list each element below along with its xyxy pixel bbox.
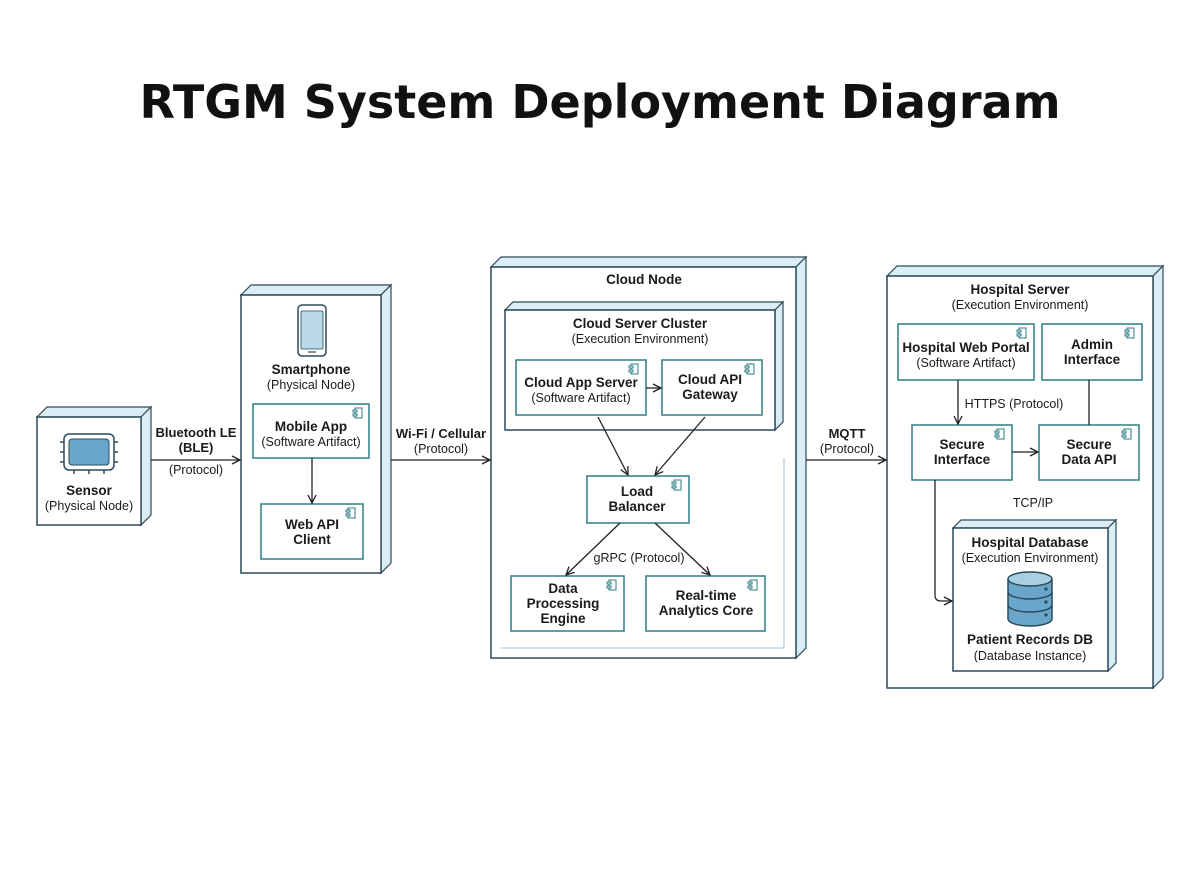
component-icon xyxy=(744,363,755,375)
web-api-client-title-line2: Client xyxy=(293,532,331,547)
hospital-database-subtitle: (Execution Environment) xyxy=(962,551,1099,565)
secure-data-api-title-line2: Data API xyxy=(1061,452,1116,467)
cluster-title: Cloud Server Cluster xyxy=(573,316,708,331)
data-processing-title-line2: Processing xyxy=(527,596,600,611)
load-balancer-title-line1: Load xyxy=(621,484,653,499)
hospital-server-subtitle: (Execution Environment) xyxy=(952,298,1089,312)
cloud-node-title: Cloud Node xyxy=(606,272,682,287)
smartphone-node[interactable]: Smartphone (Physical Node) Mobile App (S… xyxy=(239,283,393,575)
component-icon xyxy=(628,363,639,375)
smartphone-subtitle: (Physical Node) xyxy=(267,378,355,392)
admin-interface-title-line1: Admin xyxy=(1071,337,1113,352)
cluster-subtitle: (Execution Environment) xyxy=(572,332,709,346)
realtime-analytics-title-line1: Real-time xyxy=(676,588,737,603)
database-icon xyxy=(1007,571,1053,627)
mqtt-label: MQTT xyxy=(829,426,866,441)
mobile-app-subtitle: (Software Artifact) xyxy=(261,435,360,449)
component-icon xyxy=(352,407,363,419)
sensor-device-icon xyxy=(60,433,118,474)
hospital-server-node[interactable]: Hospital Server (Execution Environment) … xyxy=(885,264,1165,690)
lb-to-analytics-connector xyxy=(654,522,710,575)
realtime-analytics-core-component[interactable]: Real-time Analytics Core xyxy=(645,575,766,632)
mqtt-protocol-label: (Protocol) xyxy=(820,442,874,456)
secure-data-api-component[interactable]: Secure Data API xyxy=(1038,424,1140,481)
component-icon xyxy=(1016,327,1027,339)
lb-to-processing-connector xyxy=(566,522,621,575)
cloud-app-server-component[interactable]: Cloud App Server (Software Artifact) xyxy=(515,359,647,416)
component-icon xyxy=(606,579,617,591)
smartphone-title: Smartphone xyxy=(272,362,351,377)
secure-interface-title-line1: Secure xyxy=(939,437,985,452)
ble-label-line1: Bluetooth LE xyxy=(156,425,237,440)
smartphone-icon xyxy=(297,304,327,357)
gateway-to-lb-connector xyxy=(655,416,706,475)
admin-interface-title-line2: Interface xyxy=(1064,352,1121,367)
hospital-server-title: Hospital Server xyxy=(970,282,1070,297)
hospital-database-node[interactable]: Hospital Database (Execution Environment… xyxy=(951,518,1118,673)
secure-interface-title-line2: Interface xyxy=(934,452,991,467)
sensor-title: Sensor xyxy=(66,483,113,498)
secure-to-database-connector xyxy=(934,480,952,601)
data-processing-title-line3: Engine xyxy=(540,611,585,626)
sensor-subtitle: (Physical Node) xyxy=(45,499,133,513)
web-api-client-component[interactable]: Web API Client xyxy=(260,503,364,560)
data-processing-title-line1: Data xyxy=(548,581,578,596)
hospital-database-title: Hospital Database xyxy=(971,535,1089,550)
cloud-api-gateway-title-line1: Cloud API xyxy=(678,372,742,387)
cloud-node[interactable]: Cloud Node Cloud Server Cluster (Executi… xyxy=(489,255,808,660)
component-icon xyxy=(1121,428,1132,440)
cloud-api-gateway-component[interactable]: Cloud API Gateway xyxy=(661,359,763,416)
cloud-app-server-subtitle: (Software Artifact) xyxy=(531,391,630,405)
connections: Bluetooth LE (BLE) (Protocol) Wi-Fi / Ce… xyxy=(151,380,1090,601)
secure-data-api-title-line1: Secure xyxy=(1066,437,1112,452)
component-icon xyxy=(1124,327,1135,339)
hospital-web-portal-title: Hospital Web Portal xyxy=(902,340,1029,355)
component-icon xyxy=(345,507,356,519)
https-label: HTTPS (Protocol) xyxy=(965,397,1064,411)
load-balancer-title-line2: Balancer xyxy=(608,499,666,514)
component-icon xyxy=(747,579,758,591)
component-icon xyxy=(994,428,1005,440)
hospital-web-portal-component[interactable]: Hospital Web Portal (Software Artifact) xyxy=(897,323,1035,381)
mobile-app-component[interactable]: Mobile App (Software Artifact) xyxy=(252,403,370,459)
secure-interface-component[interactable]: Secure Interface xyxy=(911,424,1013,481)
realtime-analytics-title-line2: Analytics Core xyxy=(659,603,754,618)
ble-protocol-label: (Protocol) xyxy=(169,463,223,477)
cloud-api-gateway-title-line2: Gateway xyxy=(682,387,738,402)
wifi-protocol-label: (Protocol) xyxy=(414,442,468,456)
patient-records-title: Patient Records DB xyxy=(967,632,1093,647)
app-to-lb-connector xyxy=(597,416,628,475)
tcpip-label: TCP/IP xyxy=(1013,496,1053,510)
hospital-web-portal-subtitle: (Software Artifact) xyxy=(916,356,1015,370)
data-processing-engine-component[interactable]: Data Processing Engine xyxy=(510,575,625,632)
sensor-node[interactable]: Sensor (Physical Node) xyxy=(35,405,153,527)
admin-interface-component[interactable]: Admin Interface xyxy=(1041,323,1143,381)
page-title: RTGM System Deployment Diagram xyxy=(139,75,1060,129)
cloud-app-server-title: Cloud App Server xyxy=(524,375,638,390)
web-api-client-title-line1: Web API xyxy=(285,517,339,532)
wifi-label: Wi-Fi / Cellular xyxy=(396,426,486,441)
component-icon xyxy=(671,479,682,491)
ble-label-line2: (BLE) xyxy=(179,440,214,455)
load-balancer-component[interactable]: Load Balancer xyxy=(586,475,690,524)
mobile-app-title: Mobile App xyxy=(275,419,347,434)
patient-records-subtitle: (Database Instance) xyxy=(974,649,1087,663)
grpc-label: gRPC (Protocol) xyxy=(594,551,685,565)
